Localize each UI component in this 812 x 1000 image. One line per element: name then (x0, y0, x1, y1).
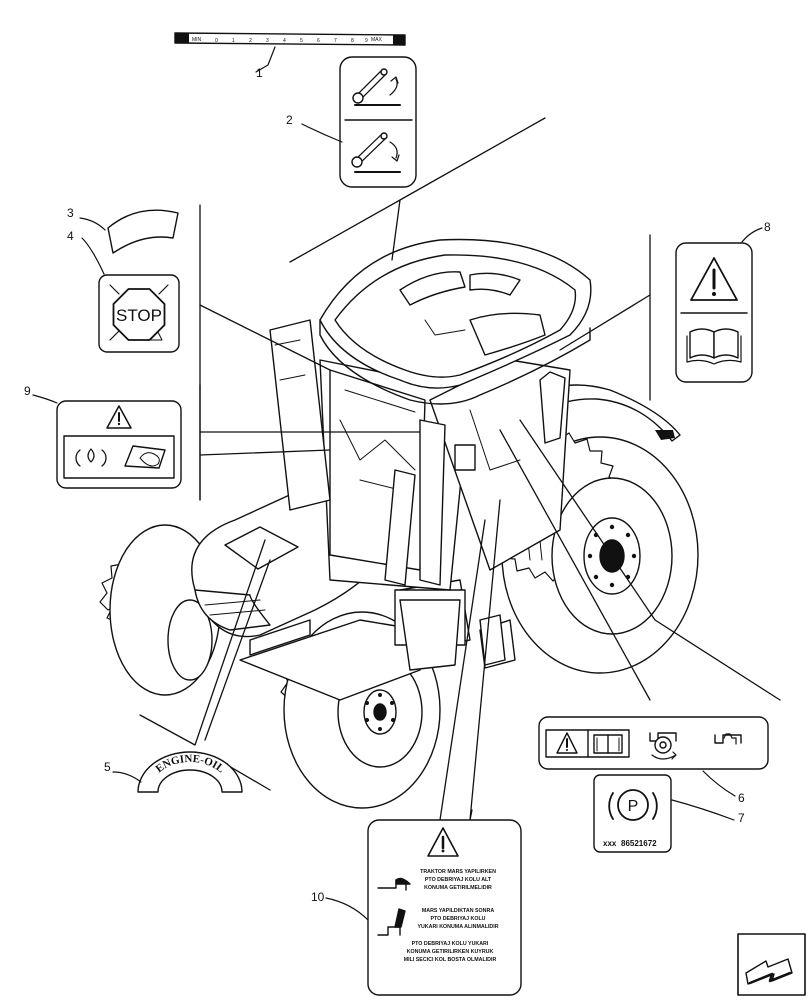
warning-line-9: MILI SECICI KOL BOSTA OLMALIDIR (404, 957, 497, 963)
svg-text:6: 6 (317, 38, 320, 44)
decal-2-lever-direction (301, 56, 417, 188)
ruler-min-label: MIN (192, 37, 202, 43)
pto-disengage-icon (714, 733, 742, 745)
callout-3: 3 (67, 206, 74, 220)
warning-line-3: KONUMA GETIRILMELIDIR (424, 885, 492, 891)
warning-triangle-icon (690, 257, 738, 301)
callout-2: 2 (286, 113, 293, 127)
hand-manual-icon (124, 445, 166, 469)
warning-triangle-icon (427, 827, 459, 857)
oil-pressure-icon (75, 448, 107, 467)
callout-7: 7 (738, 811, 745, 825)
decal-1-level-gauge: MIN MAX 0 1 2 3 4 5 6 7 8 9 (174, 32, 406, 73)
warning-line-6: YUKARI KONUMA ALINMALIDIR (417, 924, 498, 930)
decal-4-stop-sign: STOP (81, 237, 180, 353)
leader-lines (139, 117, 781, 821)
front-grille (194, 589, 271, 631)
svg-text:4: 4 (283, 38, 286, 44)
decal-10-pto-warning: TRAKTOR MARS YAPILIRKEN PTO DEBRIYAJ KOL… (325, 819, 522, 996)
stop-label: STOP (116, 306, 162, 325)
callout-8: 8 (764, 220, 771, 234)
callout-numbers: 1 2 3 4 5 6 7 8 9 10 (24, 66, 771, 904)
cab (269, 319, 571, 591)
decal-9-oil-warning (32, 394, 182, 489)
decal-6-icon-strip (538, 716, 769, 797)
warning-line-2: PTO DEBRIYAJ KOLU ALT (425, 877, 492, 883)
svg-text:2: 2 (249, 38, 252, 44)
decal-3-curved-strip (79, 209, 179, 254)
callout-10: 10 (311, 890, 325, 904)
parking-prefix: xxx (603, 839, 617, 848)
ruler-digits: 0 1 2 3 4 5 6 7 8 9 (215, 38, 368, 44)
svg-text:7: 7 (334, 38, 337, 44)
svg-text:9: 9 (365, 38, 368, 44)
warning-line-4: MARS YAPILDIKTAN SONRA (422, 908, 494, 914)
warning-line-8: KONUMA GETIRILIRKEN KUYRUK (407, 949, 494, 955)
operator-manual-icon (686, 328, 742, 365)
warning-triangle-icon (556, 732, 578, 754)
warning-line-5: PTO DEBRIYAJ KOLU (430, 916, 485, 922)
decal-8-read-manual (675, 227, 763, 383)
callout-1: 1 (256, 66, 263, 80)
decal-5-engine-oil: ENGINE-OIL (112, 751, 243, 793)
engine-oil-label: ENGINE-OIL (153, 753, 226, 775)
callout-4: 4 (67, 229, 74, 243)
operator-manual-icon (593, 734, 623, 754)
svg-text:1: 1 (232, 38, 235, 44)
parking-code: 86521672 (621, 839, 657, 848)
next-page-arrow-icon[interactable] (737, 933, 806, 996)
callout-9: 9 (24, 384, 31, 398)
lever-up-icon (377, 908, 406, 936)
warning-line-7: PTO DEBRIYAJ KOLU YUKARI (412, 941, 489, 947)
warning-line-1: TRAKTOR MARS YAPILIRKEN (420, 869, 496, 875)
decal-7-parking-brake: P xxx 86521672 (593, 774, 735, 853)
parking-letter: P (628, 798, 639, 815)
callout-6: 6 (738, 791, 745, 805)
svg-text:3: 3 (266, 38, 269, 44)
lever-down-icon (377, 877, 411, 891)
svg-text:8: 8 (351, 38, 354, 44)
cab-roof (319, 238, 592, 405)
warning-triangle-icon (106, 405, 132, 429)
pto-engage-icon (649, 732, 677, 760)
ruler-max-label: MAX (371, 37, 383, 43)
svg-text:5: 5 (300, 38, 303, 44)
callout-5: 5 (104, 760, 111, 774)
svg-text:0: 0 (215, 38, 218, 44)
